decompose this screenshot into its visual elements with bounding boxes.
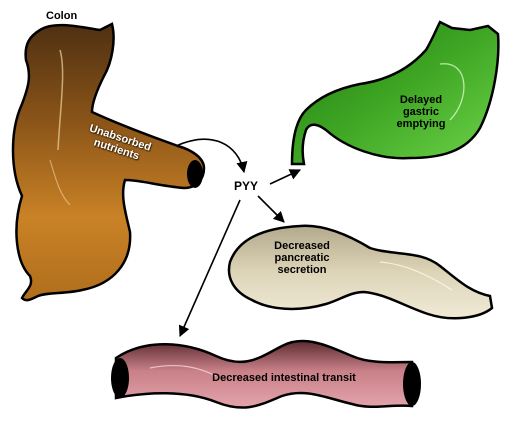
intestinal-transit-label: Decreased intestinal transit	[212, 372, 356, 384]
colon-label: Colon	[46, 10, 78, 22]
gastric-line-1: Delayed	[399, 94, 443, 106]
pancreatic-secretion-label: Decreased pancreatic secretion	[264, 240, 340, 276]
arrow-nutrients-to-pyy	[175, 138, 248, 174]
pancreatic-line-2: pancreatic	[274, 252, 330, 264]
pyy-label: PYY	[234, 179, 259, 193]
pancreatic-line-1: Decreased	[274, 240, 330, 252]
arrow-pyy-to-intestine	[178, 199, 241, 338]
pancreas-organ-icon	[227, 224, 494, 320]
arrow-pyy-to-stomach	[269, 169, 302, 185]
arrows-group	[175, 138, 302, 338]
gastric-emptying-label: Delayed gastric emptying	[386, 94, 456, 130]
colon-organ-icon	[11, 22, 206, 302]
pancreatic-line-3: secretion	[277, 264, 327, 276]
gastric-line-3: emptying	[396, 118, 446, 130]
arrow-pyy-to-pancreas	[257, 195, 285, 223]
stomach-organ-icon	[290, 20, 500, 166]
intestine-organ-icon	[111, 339, 421, 409]
gastric-line-2: gastric	[402, 106, 440, 118]
